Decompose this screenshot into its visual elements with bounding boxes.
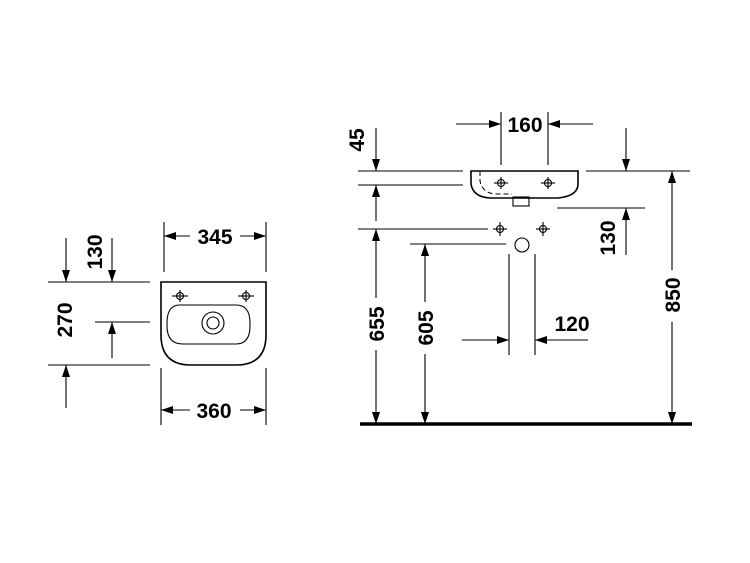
dim-345: 345	[197, 226, 232, 249]
tap-elevation-right-icon	[541, 177, 555, 189]
supply-right-icon	[536, 222, 550, 236]
dim-605: 605	[415, 310, 438, 345]
dim-130-left: 130	[84, 234, 107, 269]
supply-left-icon	[493, 222, 507, 236]
drain-inner	[206, 316, 220, 330]
drain-outer	[201, 311, 225, 335]
dim-270: 270	[54, 302, 77, 337]
dim-850: 850	[662, 277, 685, 312]
tap-elevation-left-icon	[494, 177, 508, 189]
dim-655: 655	[366, 306, 389, 341]
tap-hole-right-icon	[238, 290, 254, 302]
dim-360: 360	[196, 400, 231, 423]
basin-front-view: 160 45 655 605 850	[346, 112, 692, 426]
waste-outlet	[512, 196, 530, 207]
dim-130-right: 130	[597, 220, 620, 255]
basin-bowl	[166, 304, 251, 345]
dim-120: 120	[554, 313, 589, 336]
basin-outline	[160, 281, 267, 366]
waste-pipe-icon	[514, 237, 530, 253]
basin-top-view: 345 360 130 270	[48, 222, 267, 425]
tap-hole-left-icon	[172, 290, 188, 302]
dim-160: 160	[507, 114, 542, 137]
dim-45: 45	[346, 128, 369, 152]
basin-elevation	[470, 170, 579, 199]
basin-elevation-inner	[479, 171, 512, 195]
